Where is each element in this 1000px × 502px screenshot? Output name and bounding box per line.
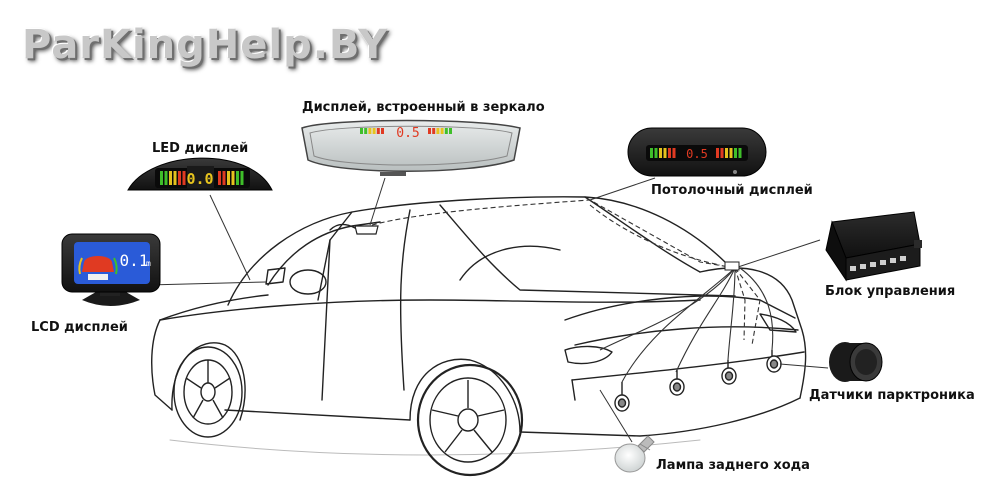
lcd-readout: 0.1 <box>120 251 149 270</box>
leader-lines <box>147 177 829 443</box>
mirror-display-unit <box>301 119 521 176</box>
label-lcd-display: LCD дисплей <box>31 320 128 335</box>
led-segment <box>436 128 440 134</box>
led-segment <box>729 148 733 158</box>
led-display-unit <box>127 157 273 191</box>
lcd-unit: m <box>146 259 151 268</box>
label-led-display: LED дисплей <box>152 141 249 156</box>
led-segment <box>428 128 431 134</box>
sensor-wires <box>599 267 774 383</box>
ceiling-readout: 0.5 <box>686 147 708 161</box>
led-segment <box>173 171 177 185</box>
control-unit-box <box>825 211 922 282</box>
led-segment <box>236 171 239 185</box>
mirror-readout: 0.5 <box>396 126 419 141</box>
led-segment <box>222 171 226 185</box>
led-segment <box>372 128 376 134</box>
led-segment <box>169 171 172 185</box>
led-segment <box>364 128 368 134</box>
led-segment <box>668 148 671 158</box>
led-segment <box>218 171 221 185</box>
led-segment <box>178 171 181 185</box>
led-segment <box>720 148 724 158</box>
led-segment <box>650 148 653 158</box>
label-control-unit: Блок управления <box>825 284 956 299</box>
led-segment <box>440 128 444 134</box>
led-segment <box>449 128 452 134</box>
lcd-display-unit <box>61 233 161 306</box>
led-segment <box>432 128 436 134</box>
brand-logo: ParKingHelp.BY <box>22 22 389 68</box>
led-segment <box>725 148 728 158</box>
led-segment <box>376 128 380 134</box>
led-segment <box>716 148 719 158</box>
led-segment <box>164 171 168 185</box>
parking-sensor-device <box>829 342 883 382</box>
led-segment <box>654 148 658 158</box>
ceiling-display-unit <box>627 127 767 177</box>
led-segment <box>444 128 448 134</box>
rear-wheel <box>416 363 524 477</box>
led-readout: 0.0 <box>186 170 213 188</box>
led-segment <box>734 148 737 158</box>
led-segment <box>663 148 667 158</box>
led-segment <box>231 171 235 185</box>
led-segment <box>360 128 363 134</box>
label-sensors: Датчики парктроника <box>809 388 975 403</box>
interior-mirror <box>354 225 379 235</box>
reverse-lamp-bulb <box>614 435 655 473</box>
led-segment <box>240 171 244 185</box>
led-segment <box>160 171 163 185</box>
led-segment <box>227 171 230 185</box>
led-segment <box>659 148 662 158</box>
led-segment <box>738 148 742 158</box>
wiring <box>371 199 761 346</box>
label-ceiling-display: Потолочный дисплей <box>651 183 813 198</box>
label-mirror-display: Дисплей, встроенный в зеркало <box>302 100 545 115</box>
label-reverse-lamp: Лампа заднего хода <box>656 458 810 473</box>
led-segment <box>368 128 372 134</box>
front-wheel <box>173 346 243 438</box>
led-segment <box>672 148 676 158</box>
led-segment <box>182 171 186 185</box>
bumper-sensors <box>614 350 782 412</box>
led-segment <box>381 128 384 134</box>
